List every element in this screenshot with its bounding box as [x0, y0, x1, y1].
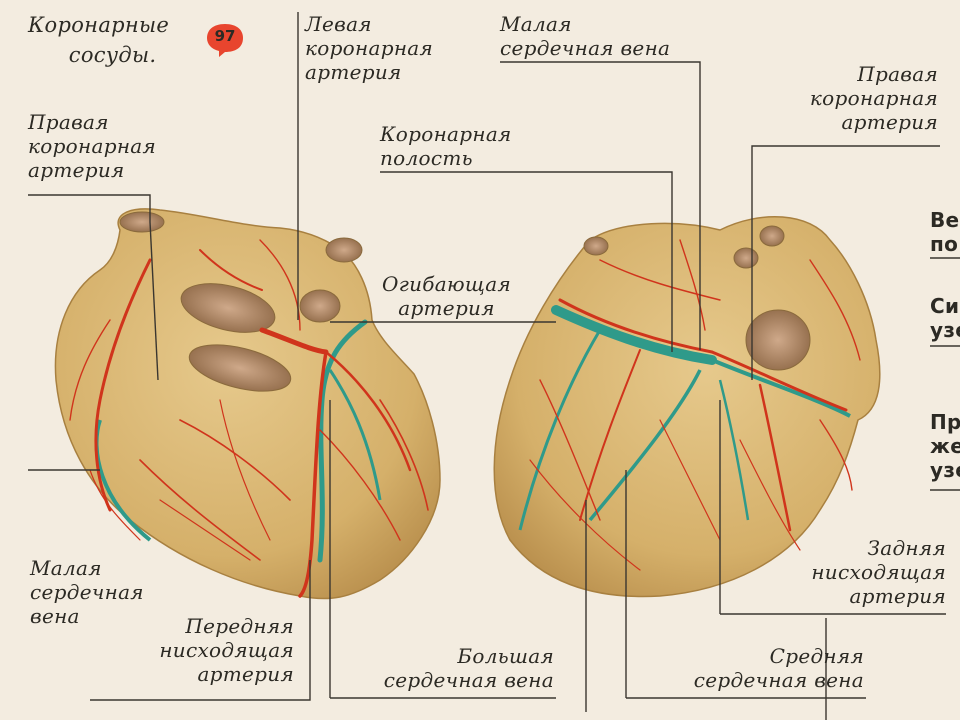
- label-anterior-descending-artery: Передняя нисходящая артерия: [159, 614, 294, 686]
- label-great-cardiac-vein: Большая сердечная вена: [383, 644, 554, 692]
- heart-posterior-view: [493, 215, 881, 598]
- label-cut-fragment-3: Пр же узе: [930, 410, 960, 482]
- label-cut-fragment-1: Ве по: [930, 208, 960, 256]
- label-circumflex-artery: Огибающая артерия: [382, 272, 512, 320]
- leader-lines: [28, 12, 960, 720]
- label-small-cardiac-vein-bottom: Малая сердечная вена: [30, 556, 144, 628]
- page-number-badge: 97: [205, 22, 245, 58]
- label-cut-fragment-2: Си узе: [930, 294, 960, 342]
- label-left-coronary-artery: Левая коронарная артерия: [305, 12, 434, 84]
- title-line-1: Коронарные: [28, 13, 170, 37]
- diagram-title: Коронарные сосуды.: [28, 10, 169, 70]
- title-line-2: сосуды.: [68, 43, 157, 67]
- label-small-cardiac-vein-top: Малая сердечная вена: [500, 12, 671, 60]
- heart-anterior-view: [54, 208, 441, 600]
- label-coronary-sinus: Коронарная полость: [380, 122, 512, 170]
- label-middle-cardiac-vein: Средняя сердечная вена: [693, 644, 864, 692]
- label-right-coronary-artery-left: Правая коронарная артерия: [28, 110, 157, 182]
- label-right-coronary-artery-right: Правая коронарная артерия: [809, 62, 938, 134]
- page-number: 97: [214, 27, 236, 45]
- badge-shape: [207, 24, 243, 57]
- label-posterior-descending-artery: Задняя нисходящая артерия: [811, 536, 946, 608]
